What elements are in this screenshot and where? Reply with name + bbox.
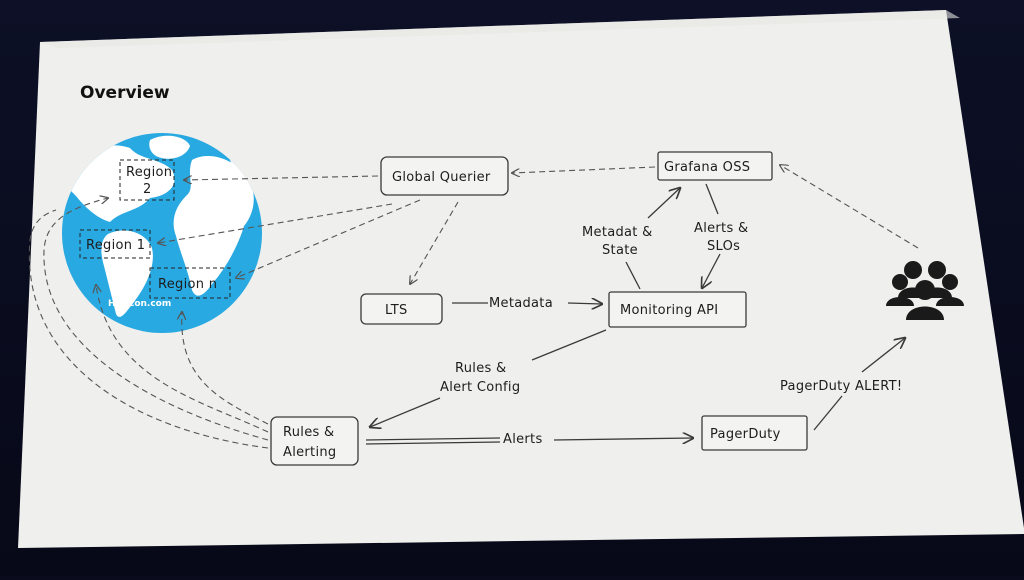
rules-alerting-box [270, 416, 359, 466]
slide-title: Overview [80, 83, 170, 103]
pagerduty-label: PagerDuty [710, 427, 781, 442]
lts-box [360, 293, 443, 325]
region-2-label: Region [126, 165, 172, 180]
edge-label-rules-config-line2: Alert Config [440, 380, 520, 395]
global-querier-label: Global Querier [392, 170, 491, 185]
region-n-label: Region n [158, 277, 217, 292]
rules-alerting-label-line1: Rules & [283, 425, 334, 440]
rules-alerting-label-line2: Alerting [283, 445, 336, 460]
edge-label-metadata-state-line2: State [602, 243, 638, 258]
lts-label: LTS [385, 303, 408, 318]
edge-label-pagerduty-alert: PagerDuty ALERT! [780, 379, 902, 394]
edge-label-metadata: Metadata [489, 296, 553, 311]
pagerduty-box [701, 415, 808, 451]
region-1-label: Region 1 [86, 238, 145, 253]
globe-watermark: Haticon.com [108, 299, 171, 309]
edge-label-alerts: Alerts [503, 432, 543, 447]
grafana-label: Grafana OSS [664, 160, 750, 175]
users-group-icon [886, 261, 964, 320]
edge-label-metadata-state-line1: Metadat & [582, 225, 653, 240]
slide-surface [18, 10, 1024, 548]
region-2-number: 2 [143, 182, 152, 197]
edge-label-alerts-slos-line1: Alerts & [694, 221, 748, 236]
monitoring-api-label: Monitoring API [620, 303, 718, 318]
edge-label-rules-config-line1: Rules & [455, 361, 506, 376]
grafana-box [657, 151, 773, 181]
edge-label-alerts-slos-line2: SLOs [707, 239, 740, 254]
global-querier-box [380, 156, 509, 196]
